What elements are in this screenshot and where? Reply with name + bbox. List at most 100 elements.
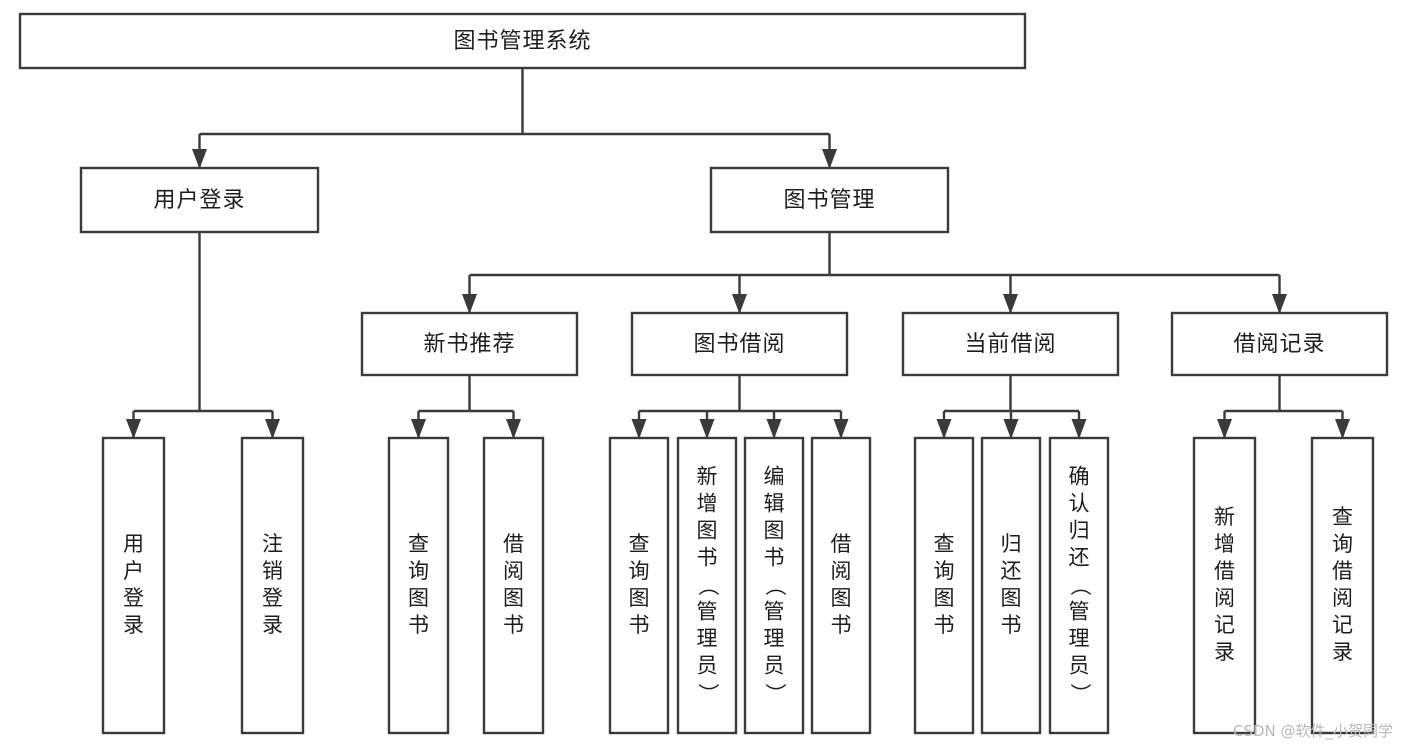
node-label-char: 借 [1332, 559, 1353, 583]
node-label-char: 阅 [503, 559, 524, 583]
node-label-char: 阅 [831, 559, 852, 583]
arrow-head-icon [126, 419, 141, 439]
node-rect[interactable] [18, 12, 1027, 70]
node-label-char: （ [1068, 575, 1092, 596]
node-label-char: 记 [1214, 613, 1235, 637]
node-label-char: 书 [629, 613, 650, 637]
node-label-char: 图 [697, 519, 718, 543]
node-level2-2[interactable]: 当前借阅 [901, 311, 1120, 377]
node-label-char: 查 [629, 532, 650, 556]
node-label-char: 录 [123, 613, 144, 637]
node-label-char: 图 [764, 519, 785, 543]
node-rect[interactable] [630, 311, 849, 377]
arrow-head-icon [732, 294, 747, 314]
node-label-char: 用 [123, 532, 144, 556]
node-label-char: 管 [697, 600, 718, 624]
arrow-head-icon [265, 419, 280, 439]
node-label-char: 还 [1069, 546, 1090, 570]
node-label-char: 图 [934, 586, 955, 610]
node-label-char: 录 [1332, 640, 1353, 664]
node-rect[interactable] [387, 436, 450, 735]
node-label-char: 图 [629, 586, 650, 610]
arrow-head-icon [631, 419, 647, 439]
node-label: 用户登录 [153, 188, 245, 213]
arrow-head-icon [1003, 419, 1019, 439]
node-label-char: 查 [1332, 505, 1353, 529]
node-rect[interactable] [901, 311, 1120, 377]
node-label: 图书管理 [783, 188, 875, 213]
node-label-char: 销 [262, 559, 283, 583]
arrow-head-icon [936, 419, 952, 439]
node-label-char: 增 [1214, 532, 1235, 556]
node-label-char: 书 [764, 546, 785, 570]
node-rect[interactable] [79, 166, 320, 234]
node-rect[interactable] [810, 436, 872, 735]
node-label-char: 确 [1069, 465, 1090, 489]
node-boxes: 图书管理系统用户登录图书管理新书推荐图书借阅当前借阅借阅记录用户登录注销登录查询… [18, 12, 1389, 735]
node-label-char: 辑 [764, 492, 785, 516]
node-label: 借阅记录 [1233, 332, 1325, 357]
node-rect[interactable] [1048, 436, 1110, 735]
node-level2-0[interactable]: 新书推荐 [360, 311, 579, 377]
node-label-char: 理 [697, 627, 718, 651]
node-label-char: 借 [831, 532, 852, 556]
node-rect[interactable] [101, 436, 166, 735]
node-label-char: 询 [408, 559, 429, 583]
node-rect[interactable] [240, 436, 305, 735]
node-label-char: 户 [123, 559, 144, 583]
node-level2-3[interactable]: 借阅记录 [1170, 311, 1389, 377]
node-label-char: 新 [1214, 505, 1235, 529]
node-level1-0[interactable]: 用户登录 [79, 166, 320, 234]
node-label-char: 图 [408, 586, 429, 610]
node-label: 新书推荐 [423, 332, 515, 357]
node-label-char: 书 [934, 613, 955, 637]
node-rect[interactable] [743, 436, 805, 735]
node-label-char: 登 [262, 586, 283, 610]
connector-lines [126, 68, 1350, 439]
node-label-char: （ [696, 575, 720, 596]
node-level1-1[interactable]: 图书管理 [709, 166, 950, 234]
node-rect[interactable] [1192, 436, 1257, 735]
node-level2-1[interactable]: 图书借阅 [630, 311, 849, 377]
node-rect[interactable] [913, 436, 975, 735]
node-label-char: 新 [697, 465, 718, 489]
node-rect[interactable] [360, 311, 579, 377]
node-label-char: 记 [1332, 613, 1353, 637]
node-label-char: 询 [1332, 532, 1353, 556]
node-rect[interactable] [980, 436, 1042, 735]
node-label-char: 归 [1001, 532, 1022, 556]
arrow-head-icon [411, 419, 426, 439]
node-leaf-0[interactable]: 用户登录 [101, 436, 166, 735]
node-rect[interactable] [482, 436, 545, 735]
node-label-char: ） [763, 683, 787, 704]
arrow-head-icon [192, 149, 207, 169]
node-rect[interactable] [608, 436, 670, 735]
node-label-char: 图 [831, 586, 852, 610]
node-label-char: 员 [764, 654, 785, 678]
node-rect[interactable] [709, 166, 950, 234]
node-rect[interactable] [1310, 436, 1375, 735]
node-rect[interactable] [676, 436, 738, 735]
node-rect[interactable] [1170, 311, 1389, 377]
node-label-char: 认 [1069, 492, 1090, 516]
arrow-head-icon [1003, 294, 1018, 314]
node-label-char: 归 [1069, 519, 1090, 543]
node-label-char: 管 [1069, 600, 1090, 624]
node-root-0[interactable]: 图书管理系统 [18, 12, 1027, 70]
node-label-char: 理 [1069, 627, 1090, 651]
node-label-char: 询 [934, 559, 955, 583]
node-label: 图书借阅 [693, 332, 785, 357]
node-label-char: 管 [764, 600, 785, 624]
